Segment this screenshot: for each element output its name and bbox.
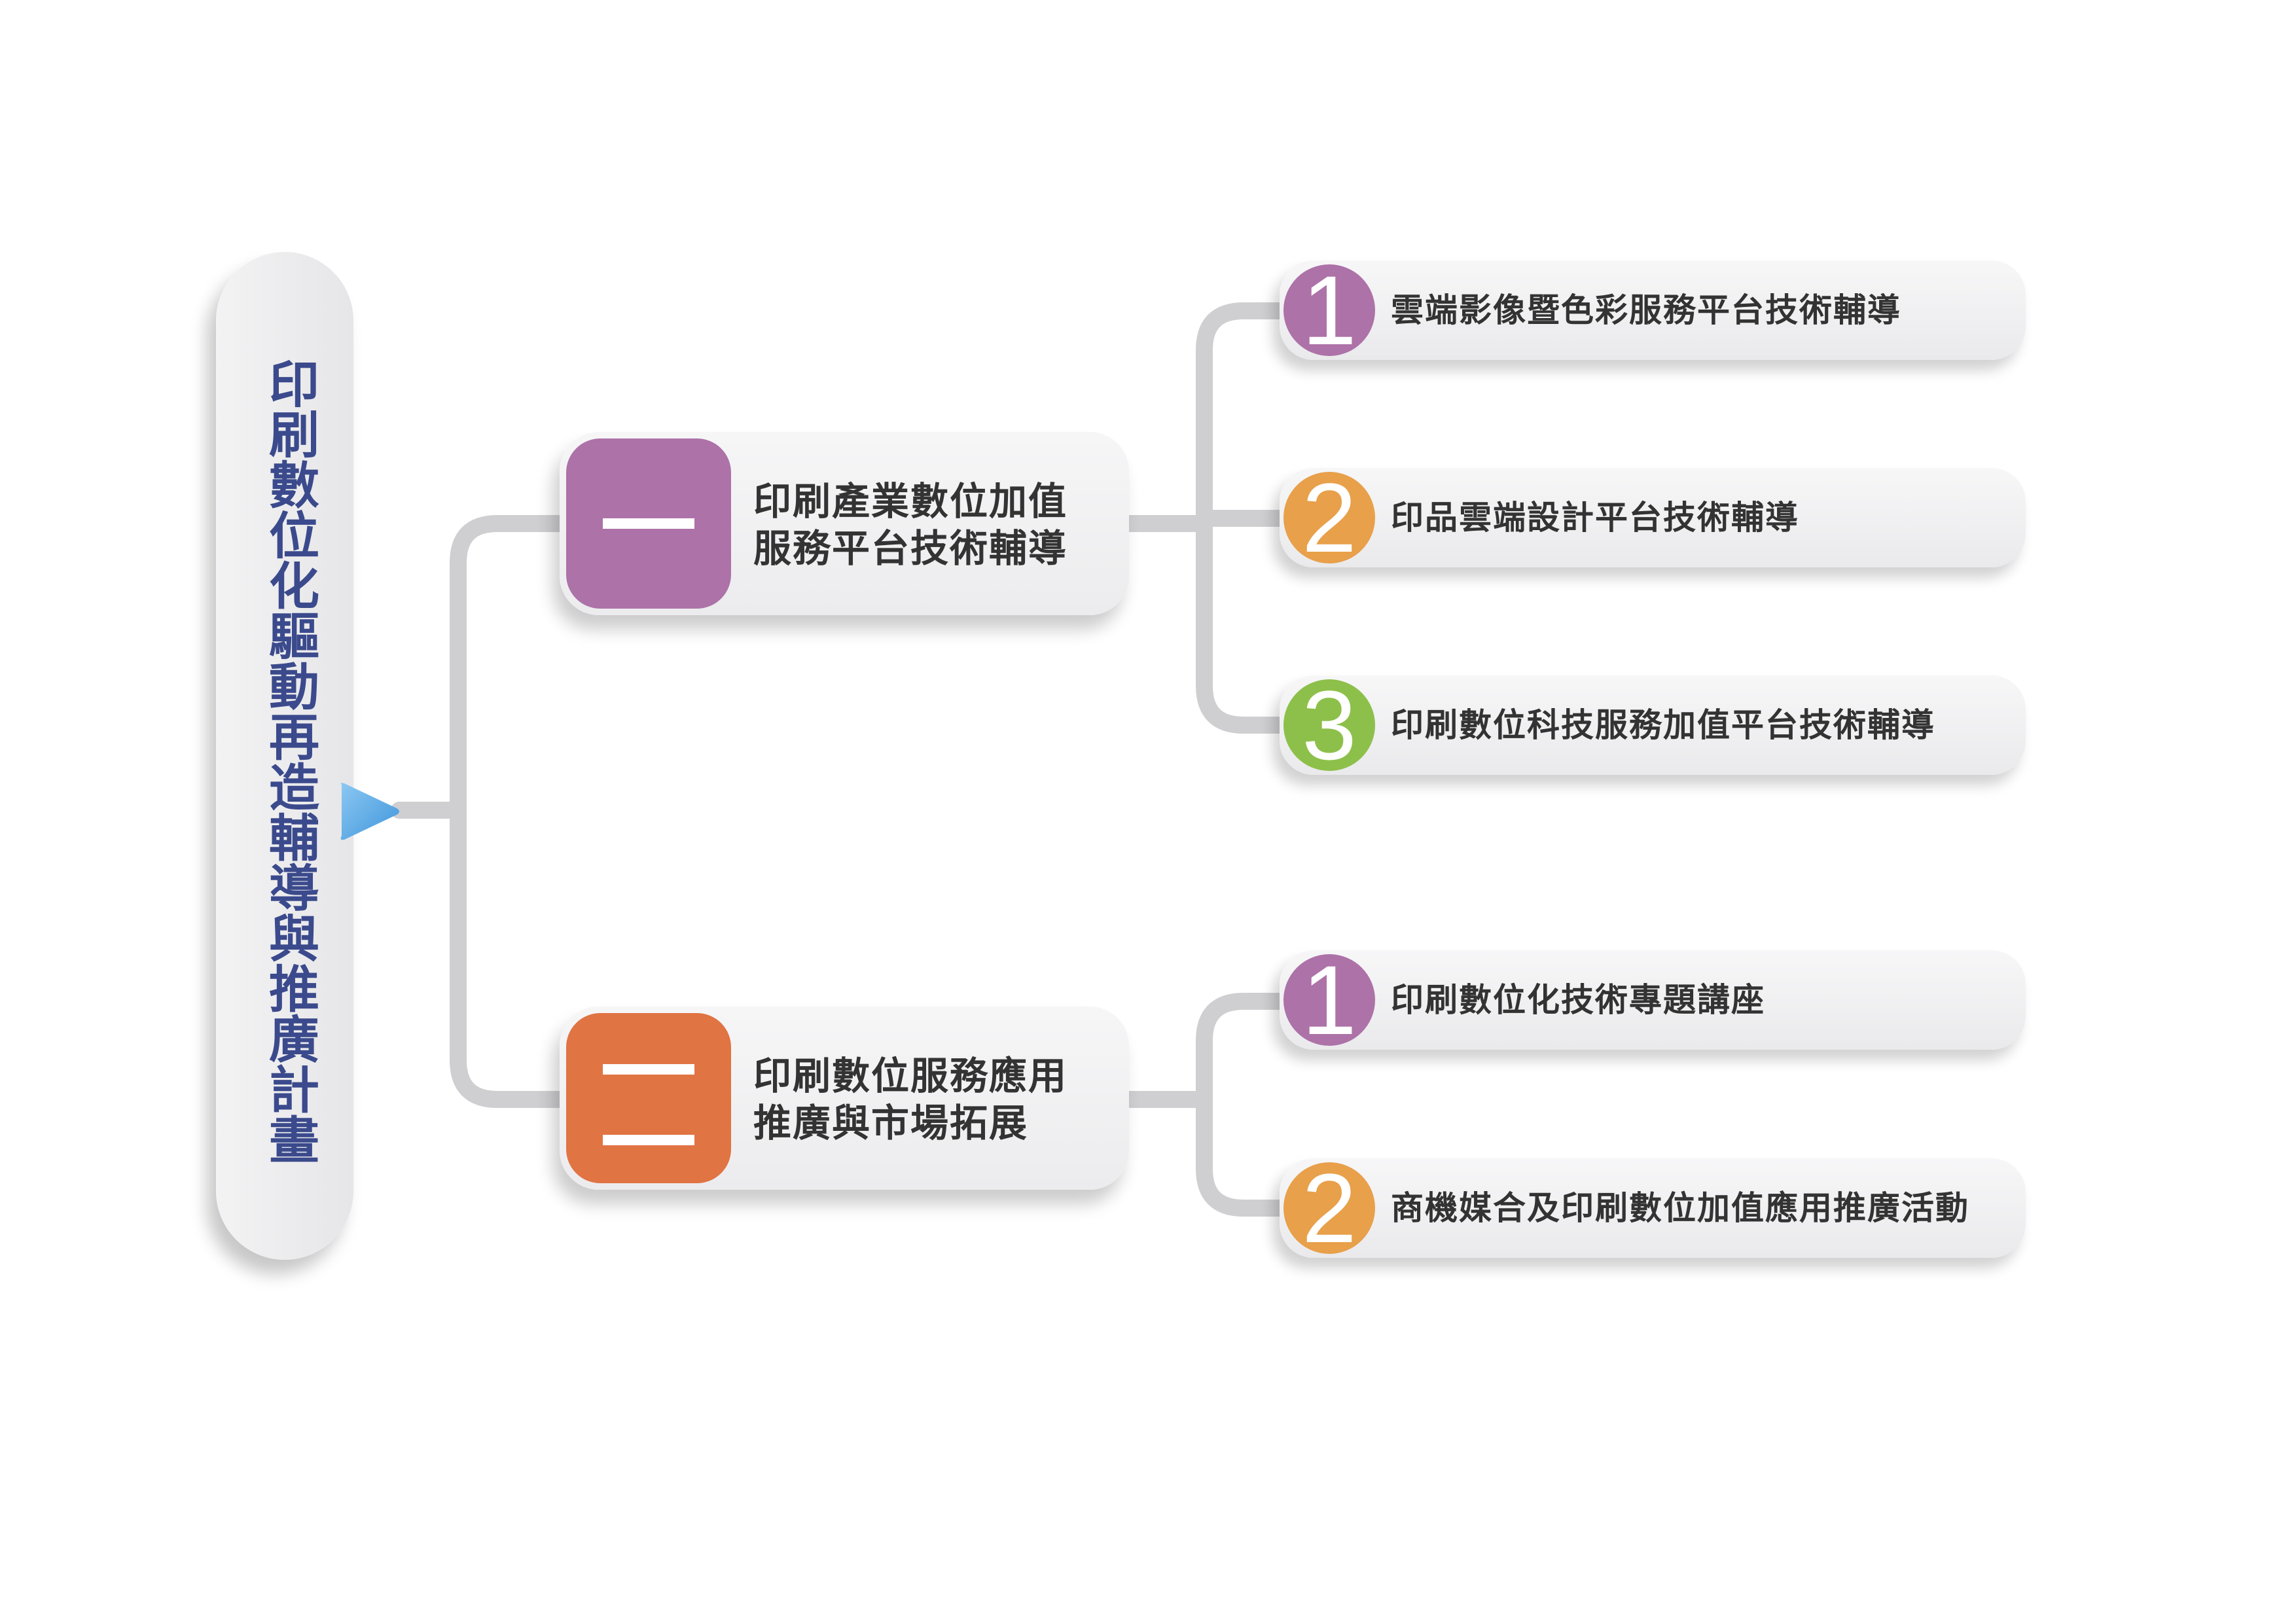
main-branch-2: 印刷數位服務應用 推廣與市場拓展 <box>560 1007 1129 1190</box>
main-branch-connector <box>450 515 571 1108</box>
sub-item-1-2: 2 印品雲端設計平台技術輔導 <box>1280 468 2026 567</box>
numeral-two-stroke-top <box>603 1064 694 1075</box>
sub-item-label: 雲端影像暨色彩服務平台技術輔導 <box>1391 291 1901 329</box>
main-badge-2 <box>566 1013 731 1183</box>
sub-branch-connector-2-spine <box>1196 993 1295 1217</box>
main-branch-label: 印刷產業數位加值 服務平台技術輔導 <box>753 479 1068 571</box>
sub-item-1-3: 3 印刷數位科技服務加值平台技術輔導 <box>1280 675 2026 775</box>
sub-item-label: 印刷數位科技服務加值平台技術輔導 <box>1391 706 1935 744</box>
sub-item-label: 印品雲端設計平台技術輔導 <box>1391 499 1799 537</box>
plan-title: 印刷數位化驅動再造輔導與推廣計畫 <box>260 358 319 1164</box>
number-badge: 2 <box>1283 469 1375 567</box>
pointer-arrow-icon <box>340 783 399 840</box>
sub-item-label: 印刷數位化技術專題講座 <box>1391 981 1765 1019</box>
numeral-one-stroke <box>603 518 694 529</box>
sub-item-2-1: 1 印刷數位化技術專題講座 <box>1280 950 2026 1050</box>
number-badge: 1 <box>1283 261 1375 359</box>
sub-item-2-2: 2 商機媒合及印刷數位加值應用推廣活動 <box>1280 1158 2026 1258</box>
main-branch-label: 印刷數位服務應用 推廣與市場拓展 <box>753 1054 1068 1145</box>
number-badge: 3 <box>1283 676 1375 774</box>
main-badge-1 <box>566 438 731 609</box>
number-badge: 2 <box>1283 1159 1375 1257</box>
number-badge: 1 <box>1283 951 1375 1049</box>
main-branch-1: 印刷產業數位加值 服務平台技術輔導 <box>560 432 1129 615</box>
sub-item-1-1: 1 雲端影像暨色彩服務平台技術輔導 <box>1280 260 2026 360</box>
plan-title-pill: 印刷數位化驅動再造輔導與推廣計畫 <box>216 252 353 1260</box>
sub-item-label: 商機媒合及印刷數位加值應用推廣活動 <box>1391 1189 1969 1227</box>
numeral-two-stroke-bottom <box>603 1135 694 1145</box>
